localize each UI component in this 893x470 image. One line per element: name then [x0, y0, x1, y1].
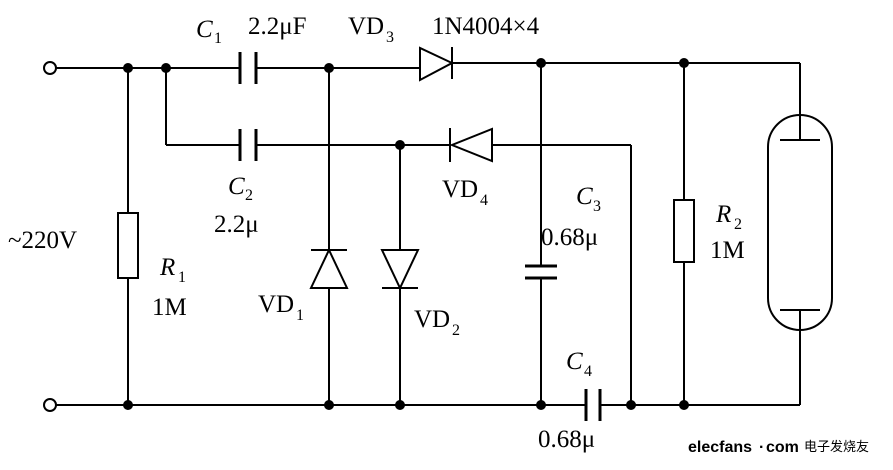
c4-letter: C	[566, 348, 583, 375]
input-terminal-bottom	[43, 398, 57, 412]
watermark-brand: elecfans	[688, 439, 752, 456]
diode-vd2	[380, 249, 420, 291]
r2-letter: R	[715, 201, 731, 228]
input-terminal-top	[43, 61, 57, 75]
vd3-index: 3	[386, 29, 394, 46]
vd2-index: 2	[452, 322, 460, 339]
r2-index: 2	[734, 216, 742, 233]
vd4-prefix: VD	[442, 176, 478, 203]
diode-vd4	[449, 127, 493, 163]
lamp-tube	[767, 114, 833, 331]
junction-dot	[679, 400, 689, 410]
junctions	[123, 58, 689, 410]
c1-value: 2.2μF	[248, 13, 307, 40]
junction-dot	[123, 63, 133, 73]
junction-dot	[123, 400, 133, 410]
capacitor-c1	[238, 52, 258, 84]
junction-dot	[626, 400, 636, 410]
elecfans-watermark: elecfans · com 电子发烧友	[688, 439, 869, 456]
diode-vd1	[309, 247, 349, 289]
r2-value: 1M	[710, 237, 745, 264]
c3-index: 3	[593, 198, 601, 215]
c3-value: 0.68μ	[541, 224, 598, 251]
c1-letter: C	[196, 16, 213, 43]
junction-dot	[395, 140, 405, 150]
c3-letter: C	[576, 183, 593, 210]
r1-letter: R	[159, 254, 175, 281]
vd2-prefix: VD	[414, 306, 450, 333]
diode-part-label: 1N4004×4	[432, 13, 540, 40]
junction-dot	[395, 400, 405, 410]
supply-label: ~220V	[8, 227, 77, 254]
watermark-dot: ·	[759, 439, 764, 456]
c2-index: 2	[245, 187, 253, 204]
r1-value: 1M	[152, 294, 187, 321]
junction-dot	[536, 400, 546, 410]
vd1-prefix: VD	[258, 291, 294, 318]
watermark-domain: com	[766, 439, 799, 456]
capacitor-c2	[238, 129, 258, 161]
junction-dot	[161, 63, 171, 73]
c1-index: 1	[214, 30, 222, 47]
vd1-index: 1	[296, 307, 304, 324]
c4-index: 4	[584, 363, 592, 380]
junction-dot	[324, 63, 334, 73]
vd3-prefix: VD	[348, 13, 384, 40]
r1-index: 1	[178, 269, 186, 286]
junction-dot	[679, 58, 689, 68]
c2-value: 2.2μ	[214, 211, 259, 238]
capacitor-c3	[525, 264, 557, 280]
c4-value: 0.68μ	[538, 426, 595, 453]
capacitor-c4	[584, 389, 602, 421]
resistor-r1	[117, 212, 139, 279]
resistor-r2	[673, 199, 695, 263]
vd4-index: 4	[480, 192, 488, 209]
c2-letter: C	[228, 173, 245, 200]
junction-dot	[324, 400, 334, 410]
watermark-cn: 电子发烧友	[804, 439, 869, 455]
diode-vd3	[419, 46, 455, 82]
junction-dot	[536, 58, 546, 68]
